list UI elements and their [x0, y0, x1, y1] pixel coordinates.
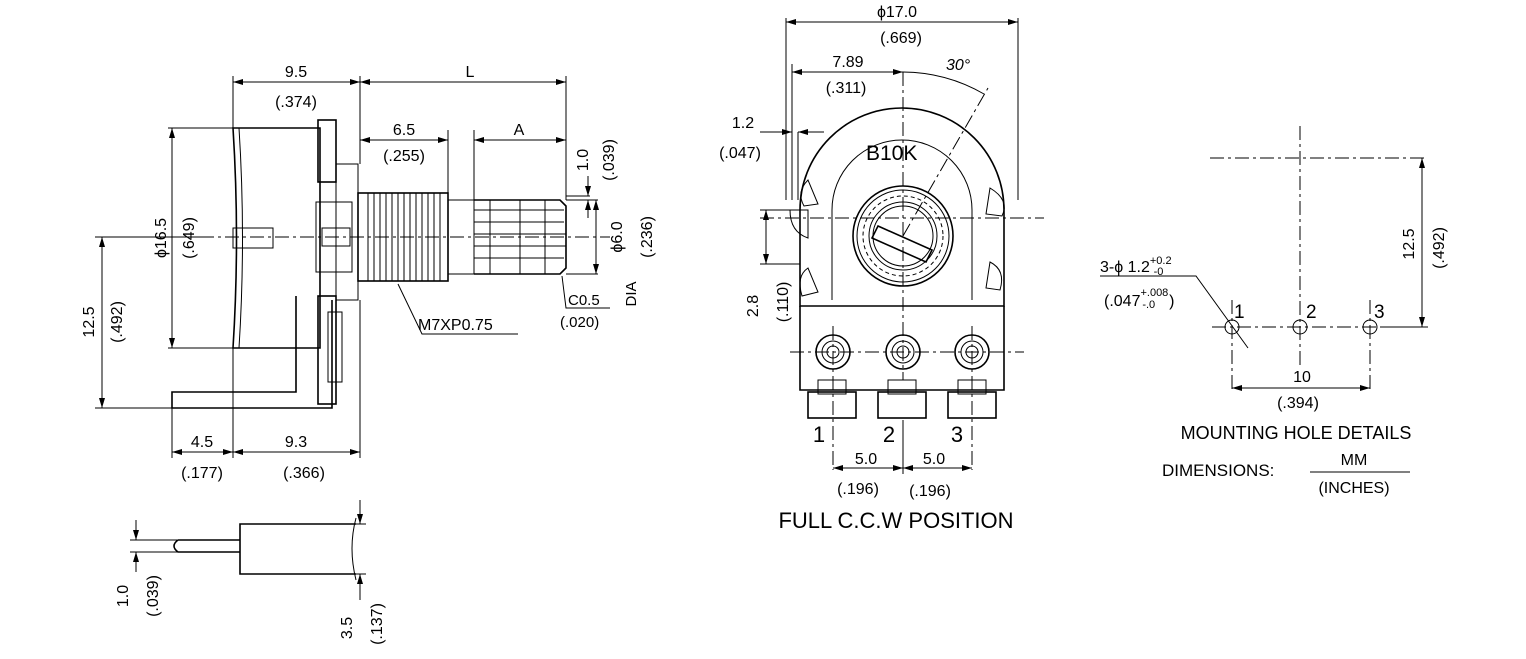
mount-dim-10-in: (.394) — [1277, 395, 1319, 412]
terminal-dim-1-0: 1.0 — [115, 585, 132, 607]
mounting-title: MOUNTING HOLE DETAILS — [1181, 423, 1412, 443]
units-mm: MM — [1341, 452, 1368, 469]
mount-hole-2 — [1292, 319, 1308, 335]
mount-hole-1 — [1224, 319, 1240, 335]
terminal-dim-3-5-in: (.137) — [369, 603, 386, 645]
dim-6-5-in: (.255) — [383, 148, 425, 165]
dim-L: L — [466, 64, 475, 81]
pot-marking: B10K — [866, 142, 917, 165]
dia-label: DIA — [623, 281, 640, 306]
housing-cover — [232, 127, 321, 349]
dim-2-8: 2.8 — [745, 295, 762, 317]
dim-2-8-in: (.110) — [775, 282, 792, 323]
dim-9-5-in: (.374) — [275, 94, 317, 111]
mount-dim-12-5-in: (.492) — [1431, 227, 1448, 269]
shaft-knurl — [862, 195, 944, 277]
dim-1-0-in: (.039) — [601, 139, 618, 181]
thread-label: M7XP0.75 — [418, 317, 493, 334]
chamfer-label: C0.5 — [568, 292, 600, 309]
mount-pin-1-label: 1 — [1234, 302, 1245, 323]
front-view-caption: FULL C.C.W POSITION — [778, 508, 1013, 533]
angle-30: 30° — [946, 57, 971, 74]
dim-9-3-in: (.366) — [283, 465, 325, 482]
mount-dim-10: 10 — [1293, 369, 1311, 386]
dim-5-0-left: 5.0 — [855, 451, 877, 468]
front-view: B10K 1 2 3 ϕ17.0 (.669) 7.89 (.311) 30° … — [719, 4, 1044, 533]
dim-A: A — [514, 122, 525, 139]
units-inches: (INCHES) — [1318, 480, 1389, 497]
mounting-hole-details: 1 2 3 3-ϕ 1.2+0.2-0 (.047+.008-.0) 12.5 … — [1100, 126, 1448, 497]
dim-17-0: ϕ17.0 — [877, 4, 917, 21]
terminal-detail-view: 1.0 (.039) 3.5 (.137) — [115, 500, 386, 645]
knurled-shaft — [474, 199, 567, 275]
mount-pin-2-label: 2 — [1306, 302, 1317, 323]
front-pin-1-label: 1 — [813, 422, 825, 447]
terminal-base — [799, 306, 1005, 391]
dim-dia-6-0: ϕ6.0 — [609, 221, 626, 252]
mount-dim-12-5: 12.5 — [1401, 228, 1418, 259]
dim-5-0-left-in: (.196) — [837, 481, 879, 498]
dim-12-5: 12.5 — [81, 306, 98, 337]
front-pin-3-label: 3 — [951, 422, 963, 447]
dim-4-5: 4.5 — [191, 434, 213, 451]
terminal-dim-1-0-in: (.039) — [145, 575, 162, 617]
units-label: DIMENSIONS: — [1162, 461, 1274, 480]
dim-5-0-right-in: (.196) — [909, 483, 951, 500]
dim-5-0-right: 5.0 — [923, 451, 945, 468]
hole-spec-in: (.047+.008-.0) — [1104, 287, 1174, 311]
dim-dia-16-5: ϕ16.5 — [153, 218, 170, 258]
dim-dia-16-5-in: (.649) — [181, 217, 198, 259]
dim-dia-6-0-in: (.236) — [639, 216, 656, 258]
chamfer-label-in: (.020) — [560, 314, 599, 331]
dim-7-89-in: (.311) — [826, 80, 867, 97]
dim-1-2: 1.2 — [732, 115, 754, 132]
side-view: 9.5 (.374) L 6.5 (.255) A 1.0 (.039) ϕ6.… — [81, 64, 656, 482]
dim-6-5: 6.5 — [393, 122, 415, 139]
mount-pin-3-label: 3 — [1374, 302, 1385, 323]
hole-spec: 3-ϕ 1.2+0.2-0 — [1100, 255, 1172, 278]
housing-flange — [317, 119, 337, 183]
dim-9-3: 9.3 — [285, 434, 307, 451]
front-pin-2-label: 2 — [883, 422, 895, 447]
terminal-dim-3-5: 3.5 — [339, 617, 356, 639]
dim-9-5: 9.5 — [285, 64, 307, 81]
pot-body-outline — [799, 107, 1005, 307]
dim-1-0: 1.0 — [575, 149, 592, 171]
dim-1-2-in: (.047) — [719, 145, 761, 162]
dim-7-89: 7.89 — [832, 54, 863, 71]
shaft-slot — [870, 224, 934, 264]
dim-12-5-in: (.492) — [109, 301, 126, 343]
mount-hole-3 — [1362, 319, 1378, 335]
terminal-plate — [171, 296, 333, 409]
dim-4-5-in: (.177) — [181, 465, 223, 482]
dim-17-0-in: (.669) — [880, 30, 922, 47]
